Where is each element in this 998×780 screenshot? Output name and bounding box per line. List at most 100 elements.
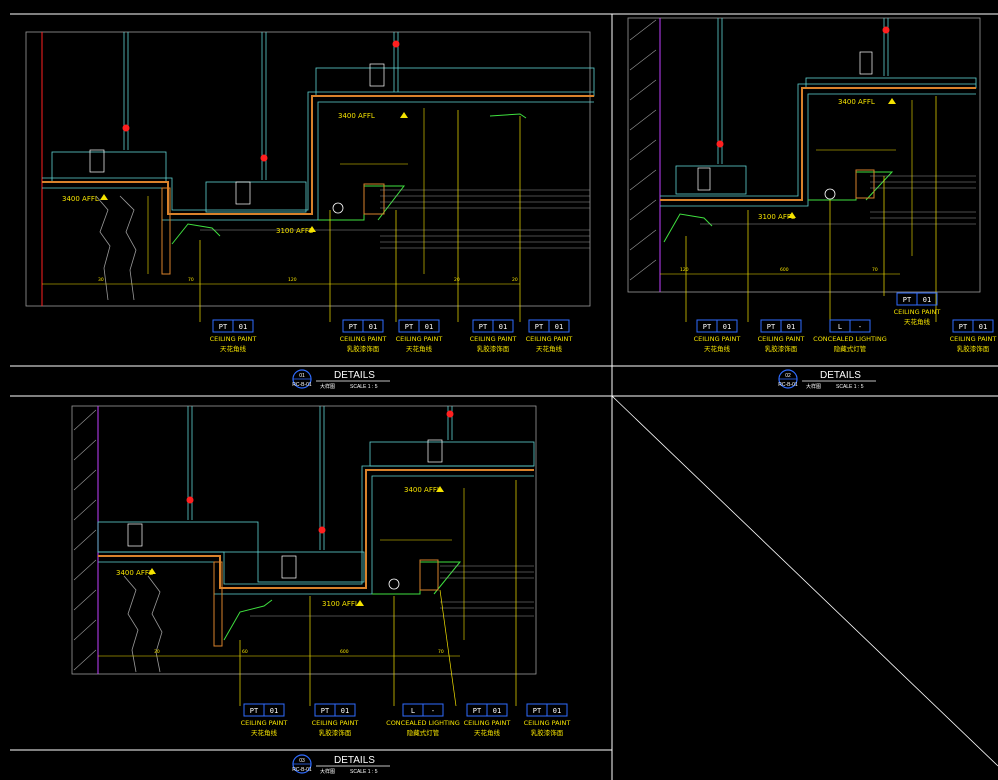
detail-02: 120 600 70 3400 AFFL 3100 AFFL	[627, 17, 981, 322]
dim-text: 20	[454, 277, 460, 283]
detail-ref: RC-B-01	[778, 382, 798, 388]
tag-number: 01	[239, 323, 247, 331]
tag-number: 01	[923, 296, 931, 304]
detail-title: DETAILS	[820, 370, 861, 381]
detail-title: DETAILS	[334, 370, 375, 381]
dimension-lines	[42, 108, 520, 285]
tag-number: 01	[425, 323, 433, 331]
detail-03: 30 60 600 70 3400 AFFL 3400 AFFL 3100 AF…	[71, 405, 537, 707]
tag-number-box	[362, 319, 384, 333]
detail-01-viewport	[25, 31, 591, 307]
tag-number-box	[486, 703, 508, 717]
tag-code: PT	[767, 323, 776, 331]
tag-label-cn: 天花角线	[704, 344, 731, 353]
elevation-label: 3400 AFFL	[338, 112, 375, 120]
suspension-clips	[89, 63, 385, 205]
tag-number-box	[263, 703, 285, 717]
tag-label-en: CEILING PAINT	[950, 335, 997, 343]
tag-number: 01	[369, 323, 377, 331]
tag-label-cn: 乳胶漆饰面	[531, 728, 564, 737]
tag-label-cn: 天花角线	[220, 344, 247, 353]
tag-label-cn: 天花角线	[406, 344, 433, 353]
tag-number-box	[916, 292, 938, 306]
detail-number: 01	[299, 373, 305, 379]
tag-label-cn: 乳胶漆饰面	[347, 344, 380, 353]
elevation-label: 3100 AFFL	[758, 213, 795, 221]
tag-code: L	[838, 323, 842, 331]
detail-cn-title: 大样图	[320, 383, 335, 390]
detail-scale: SCALE 1 : 5	[350, 769, 378, 775]
detail-scale: SCALE 1 : 5	[350, 384, 378, 390]
tag-label-en: CEILING PAINT	[241, 719, 288, 727]
tag-label-cn: 天花角线	[904, 317, 931, 326]
dim-text: 120	[680, 267, 689, 273]
tag-label-en: CEILING PAINT	[526, 335, 573, 343]
detail-01: 30 70 120 20 20 3400 AFFL 3400 AFFL 3100…	[25, 31, 595, 322]
tag-label-en: CEILING PAINT	[524, 719, 571, 727]
tag-label-en: CEILING PAINT	[894, 308, 941, 316]
tag-number-box	[972, 319, 994, 333]
tag-label-cn: 天花角线	[536, 344, 563, 353]
tag-label-en: CEILING PAINT	[758, 335, 805, 343]
detail-02-viewport	[627, 17, 981, 293]
leader-lines	[199, 110, 521, 322]
dim-text: 70	[872, 267, 878, 273]
tag-code: PT	[219, 323, 228, 331]
tag-code: PT	[349, 323, 358, 331]
ceiling-board-profile	[42, 95, 594, 215]
tag-label-en: CEILING PAINT	[340, 335, 387, 343]
detail-number: 02	[785, 373, 791, 379]
title-block-01: 01 RC-B-01 DETAILS 大样图 SCALE 1 : 5	[292, 369, 390, 390]
title-block-03: 03 RC-B-01 DETAILS 大样图 SCALE 1 : 5	[292, 754, 390, 775]
dim-text: 30	[98, 277, 104, 283]
detail-cn-title: 大样图	[806, 383, 821, 390]
concealed-light-icon	[332, 202, 344, 214]
tag-number-box	[232, 319, 254, 333]
tag-code: PT	[250, 707, 259, 715]
tag-code: L	[411, 707, 415, 715]
elevation-label: 3100 AFFL	[322, 600, 359, 608]
tag-label-en: CONCEALED LIGHTING	[813, 335, 887, 343]
detail-ref: RC-B-01	[292, 767, 312, 773]
tag-number-box	[334, 703, 356, 717]
cove-profile	[318, 185, 406, 221]
tag-label-cn: 天花角线	[251, 728, 278, 737]
tag-label-cn: 乳胶漆饰面	[319, 728, 352, 737]
tag-code: PT	[405, 323, 414, 331]
tag-number-box	[849, 319, 871, 333]
elevation-label: 3400 AFFL	[62, 195, 99, 203]
tag-number: 01	[723, 323, 731, 331]
dim-text: 600	[340, 649, 349, 655]
tag-number: 01	[341, 707, 349, 715]
detail-03-viewport	[71, 405, 537, 675]
tag-number: 01	[979, 323, 987, 331]
tag-number-box	[780, 319, 802, 333]
tag-code: PT	[703, 323, 712, 331]
tag-number: 01	[270, 707, 278, 715]
tag-label-cn: 乳胶漆饰面	[477, 344, 510, 353]
tag-number: 01	[553, 707, 561, 715]
detail-cn-title: 大样图	[320, 768, 335, 775]
tag-number-box	[716, 319, 738, 333]
elevation-triangles	[100, 112, 408, 232]
tag-label-cn: 乳胶漆饰面	[765, 344, 798, 353]
mid-box	[51, 151, 167, 183]
wall-hatch	[629, 19, 657, 281]
tag-code: PT	[473, 707, 482, 715]
tag-number: -	[858, 323, 862, 331]
tag-number: 01	[555, 323, 563, 331]
tag-code: PT	[903, 296, 912, 304]
tag-label-en: CEILING PAINT	[464, 719, 511, 727]
dim-text: 60	[242, 649, 248, 655]
